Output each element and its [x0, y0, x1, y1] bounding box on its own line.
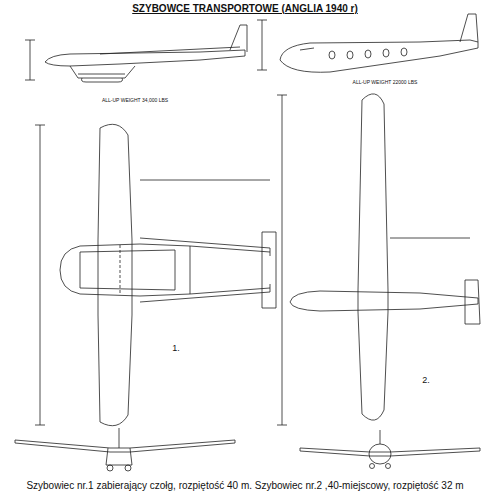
glider-1-front-view — [15, 428, 235, 471]
glider-1-plan-view — [35, 124, 276, 425]
weight-note: ALL-UP WEIGHT 22000 LBS — [353, 80, 418, 86]
weight-note: ALL-UP WEIGHT 34,000 LBS — [102, 98, 168, 104]
glider-1-side-view — [25, 25, 247, 82]
callout-number: 1. — [172, 344, 180, 354]
callout-number: 2. — [422, 376, 430, 386]
glider-2-plan-view — [277, 94, 480, 425]
caption: Szybowiec nr.1 zabierający czołg, rozpię… — [26, 480, 463, 491]
glider-2-side-view — [257, 14, 478, 72]
title: SZYBOWCE TRANSPORTOWE (ANGLIA 1940 r) — [132, 3, 358, 14]
glider-2-front-view — [300, 430, 480, 469]
